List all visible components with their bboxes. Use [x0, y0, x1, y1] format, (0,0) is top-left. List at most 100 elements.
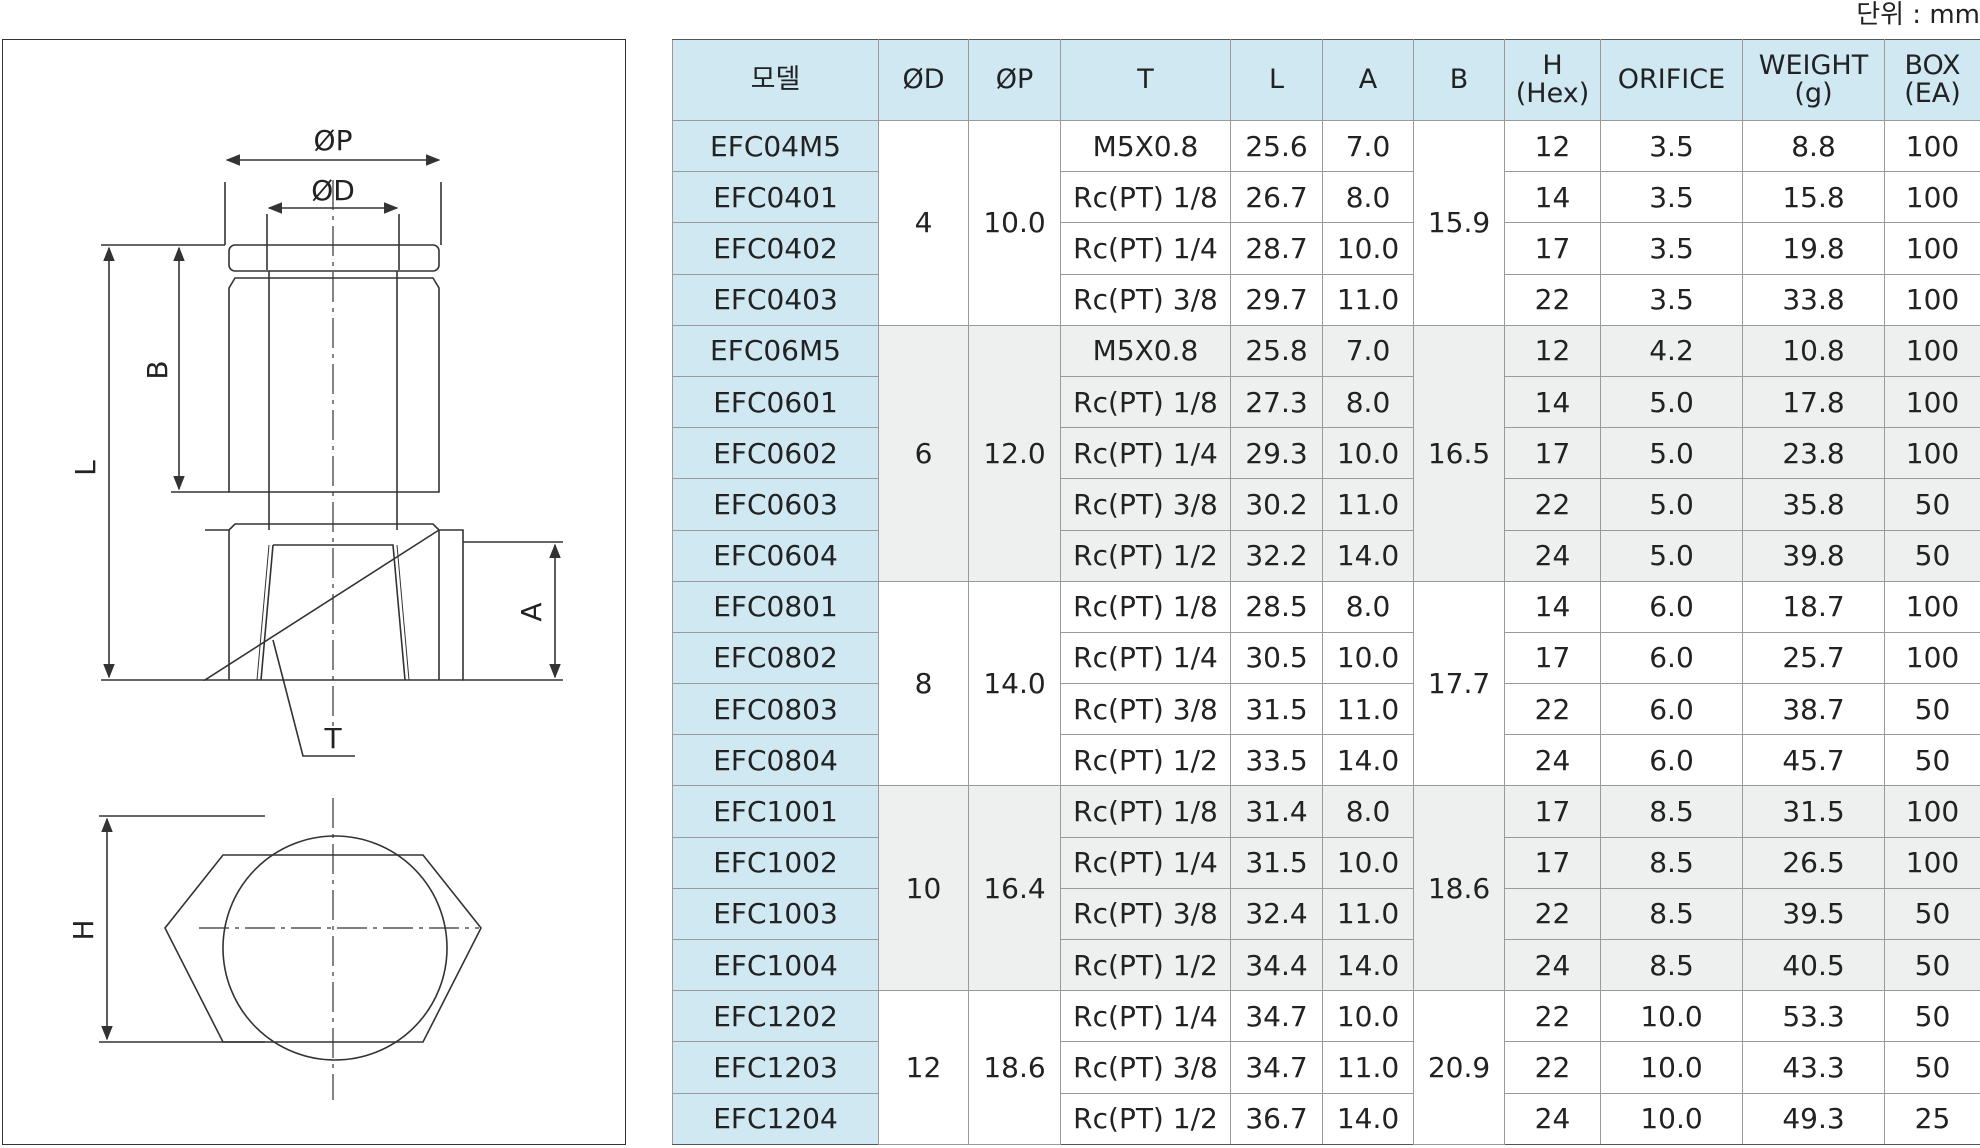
header-a: A	[1322, 39, 1414, 121]
cell-orifice: 6.0	[1600, 734, 1743, 787]
cell-od: 12	[878, 990, 969, 1145]
cell-t: Rc(PT) 1/4	[1060, 836, 1231, 889]
cell-model: EFC0802	[672, 631, 879, 685]
cell-b: 15.9	[1413, 120, 1505, 326]
cell-orifice: 4.2	[1600, 324, 1743, 377]
cell-a: 14.0	[1322, 1092, 1414, 1146]
cell-h: 17	[1504, 785, 1601, 838]
cell-a: 11.0	[1322, 683, 1414, 736]
cell-h: 22	[1504, 887, 1601, 941]
cell-l: 25.8	[1230, 324, 1323, 377]
header-b: B	[1413, 39, 1505, 121]
cell-l: 33.5	[1230, 734, 1323, 787]
cell-t: M5X0.8	[1060, 324, 1231, 377]
cell-weight: 35.8	[1742, 478, 1885, 531]
header-model: 모델	[672, 39, 879, 121]
cell-h: 14	[1504, 171, 1601, 224]
cell-t: Rc(PT) 1/4	[1060, 222, 1231, 275]
cell-box: 100	[1884, 119, 1980, 173]
cell-model: EFC1002	[672, 836, 879, 889]
cell-l: 26.7	[1230, 171, 1323, 224]
cell-op: 16.4	[968, 785, 1061, 992]
cell-t: Rc(PT) 1/4	[1060, 631, 1231, 685]
cell-weight: 19.8	[1742, 222, 1885, 275]
cell-box: 100	[1884, 324, 1980, 377]
cell-l: 31.5	[1230, 683, 1323, 736]
cell-weight: 23.8	[1742, 427, 1885, 480]
cell-weight: 8.8	[1742, 119, 1885, 173]
cell-weight: 45.7	[1742, 734, 1885, 787]
cell-a: 8.0	[1322, 375, 1414, 429]
cell-orifice: 3.5	[1600, 273, 1743, 326]
cell-box: 100	[1884, 580, 1980, 633]
cell-l: 25.6	[1230, 119, 1323, 173]
header-weight: WEIGHT (g)	[1742, 39, 1885, 121]
cell-op: 12.0	[968, 324, 1061, 582]
cell-l: 28.5	[1230, 580, 1323, 633]
cell-model: EFC1004	[672, 938, 879, 992]
cell-orifice: 5.0	[1600, 375, 1743, 429]
cell-model: EFC1204	[672, 1092, 879, 1146]
cell-l: 34.7	[1230, 1041, 1323, 1094]
cell-op: 14.0	[968, 580, 1061, 787]
cell-l: 34.7	[1230, 990, 1323, 1043]
cell-a: 10.0	[1322, 990, 1414, 1043]
header-box: BOX (EA)	[1884, 39, 1980, 121]
cell-a: 10.0	[1322, 631, 1414, 685]
cell-box: 50	[1884, 478, 1980, 531]
cell-t: Rc(PT) 3/8	[1060, 1041, 1231, 1094]
dim-label-p: ØP	[314, 124, 353, 157]
dim-label-t: T	[323, 722, 342, 755]
cell-model: EFC0603	[672, 478, 879, 531]
cell-h: 24	[1504, 529, 1601, 582]
cell-l: 30.2	[1230, 478, 1323, 531]
cell-a: 10.0	[1322, 427, 1414, 480]
cell-weight: 10.8	[1742, 324, 1885, 377]
cell-b: 17.7	[1413, 580, 1505, 787]
cell-box: 100	[1884, 427, 1980, 480]
cell-box: 100	[1884, 171, 1980, 224]
cell-box: 25	[1884, 1092, 1980, 1146]
cell-orifice: 8.5	[1600, 938, 1743, 992]
cell-box: 50	[1884, 887, 1980, 941]
cell-h: 22	[1504, 683, 1601, 736]
cell-l: 32.2	[1230, 529, 1323, 582]
cell-t: Rc(PT) 1/2	[1060, 529, 1231, 582]
cell-t: Rc(PT) 1/8	[1060, 580, 1231, 633]
cell-a: 11.0	[1322, 887, 1414, 941]
cell-t: Rc(PT) 1/4	[1060, 427, 1231, 480]
cell-box: 50	[1884, 529, 1980, 582]
cell-box: 50	[1884, 683, 1980, 736]
cell-l: 31.5	[1230, 836, 1323, 889]
cell-t: Rc(PT) 1/8	[1060, 375, 1231, 429]
cell-model: EFC0602	[672, 427, 879, 480]
cell-orifice: 10.0	[1600, 1092, 1743, 1146]
cell-orifice: 5.0	[1600, 427, 1743, 480]
cell-h: 24	[1504, 938, 1601, 992]
cell-l: 31.4	[1230, 785, 1323, 838]
cell-a: 10.0	[1322, 222, 1414, 275]
cell-h: 22	[1504, 990, 1601, 1043]
cell-h: 24	[1504, 1092, 1601, 1146]
cell-weight: 38.7	[1742, 683, 1885, 736]
header-orifice: ORIFICE	[1600, 39, 1743, 121]
cell-orifice: 10.0	[1600, 990, 1743, 1043]
cell-a: 11.0	[1322, 1041, 1414, 1094]
header-t: T	[1060, 39, 1231, 121]
cell-box: 100	[1884, 222, 1980, 275]
cell-h: 12	[1504, 119, 1601, 173]
cell-weight: 31.5	[1742, 785, 1885, 838]
cell-b: 16.5	[1413, 324, 1505, 582]
cell-box: 100	[1884, 273, 1980, 326]
cell-orifice: 8.5	[1600, 785, 1743, 838]
cell-t: M5X0.8	[1060, 119, 1231, 173]
cell-t: Rc(PT) 1/8	[1060, 171, 1231, 224]
